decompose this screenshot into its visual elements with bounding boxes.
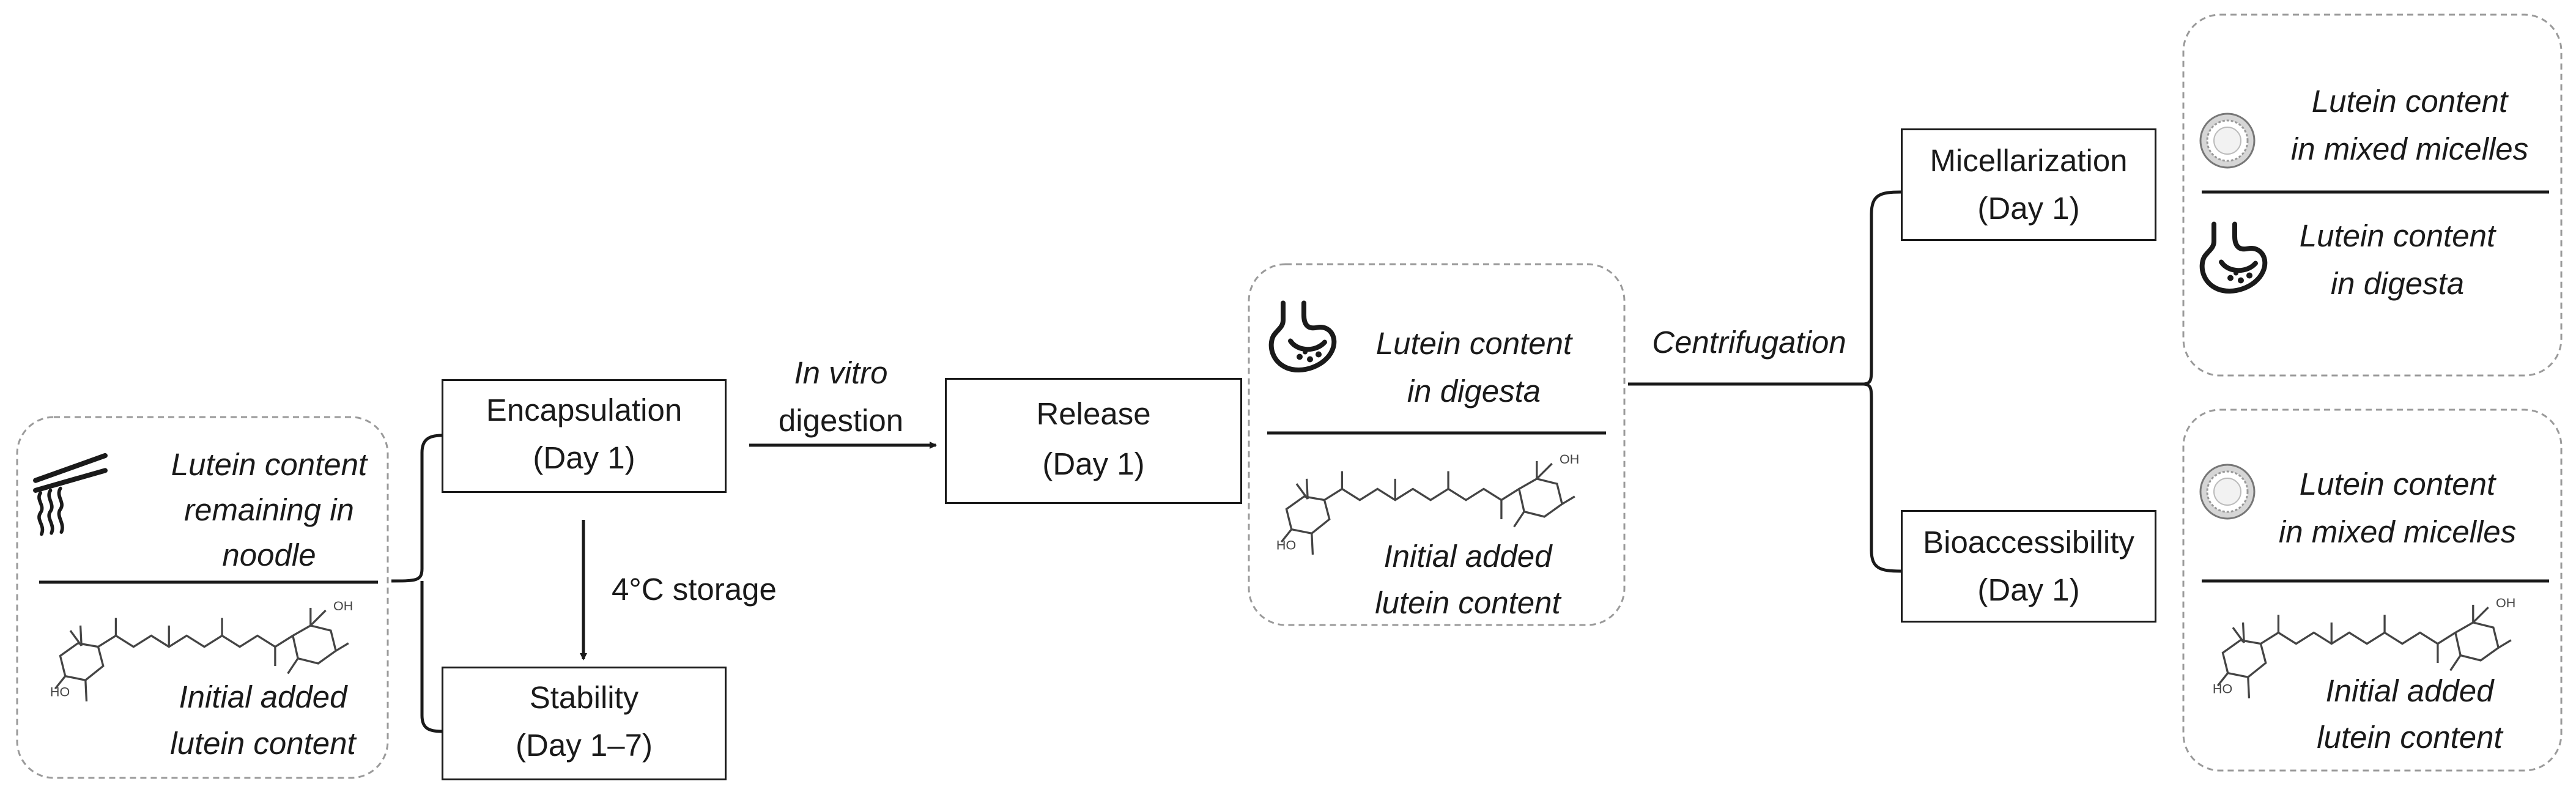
bioacc-den-line2: lutein content [2317, 720, 2503, 755]
centrifugation-label: Centrifugation [1652, 325, 1846, 360]
storage-label: 4°C storage [612, 572, 777, 607]
bioaccessibility-title: Bioaccessibility [1923, 525, 2134, 560]
encap-num-line2: remaining in [184, 492, 354, 527]
micel-den-line2: in digesta [2330, 266, 2465, 301]
bioaccessibility-day: (Day 1) [1977, 572, 2080, 607]
bioacc-num-line1: Lutein content [2299, 467, 2496, 501]
stability-box: Stability (Day 1–7) [442, 667, 727, 780]
digestion-label-line1: In vitro [794, 355, 888, 390]
noodles-chopsticks-icon [35, 456, 105, 534]
micel-num-line2: in mixed micelles [2290, 131, 2529, 166]
encapsulation-title: Encapsulation [486, 393, 683, 427]
micelle-icon [2199, 464, 2256, 520]
release-den-line2: lutein content [1375, 585, 1561, 620]
stomach-icon [1271, 303, 1334, 371]
release-num-line1: Lutein content [1375, 326, 1572, 361]
micel-den-line1: Lutein content [2299, 218, 2496, 253]
release-day: (Day 1) [1042, 446, 1145, 481]
encapsulation-day: (Day 1) [533, 440, 635, 475]
micellarization-box: Micellarization (Day 1) [1901, 128, 2156, 241]
micel-num-line1: Lutein content [2311, 84, 2508, 119]
bioacc-num-line2: in mixed micelles [2278, 514, 2517, 549]
micellarization-title: Micellarization [1930, 143, 2128, 178]
release-num-line2: in digesta [1407, 374, 1541, 409]
bioaccessibility-box: Bioaccessibility (Day 1) [1901, 510, 2156, 623]
bioacc-den-line1: Initial added [2325, 673, 2494, 708]
micelle-icon [2199, 113, 2256, 169]
digestion-label-line2: digestion [778, 403, 904, 438]
encap-den-line1: Initial added [179, 679, 347, 714]
release-box: Release (Day 1) [945, 378, 1242, 504]
release-den-line1: Initial added [1383, 539, 1552, 574]
encapsulation-box: Encapsulation (Day 1) [442, 379, 727, 493]
micellarization-day: (Day 1) [1977, 191, 2080, 226]
release-title: Release [1036, 396, 1151, 431]
encap-num-line3: noodle [222, 538, 316, 572]
encap-num-line1: Lutein content [171, 447, 368, 482]
stability-title: Stability [529, 680, 639, 715]
encap-den-line2: lutein content [170, 726, 356, 761]
stability-day: (Day 1–7) [516, 728, 653, 763]
